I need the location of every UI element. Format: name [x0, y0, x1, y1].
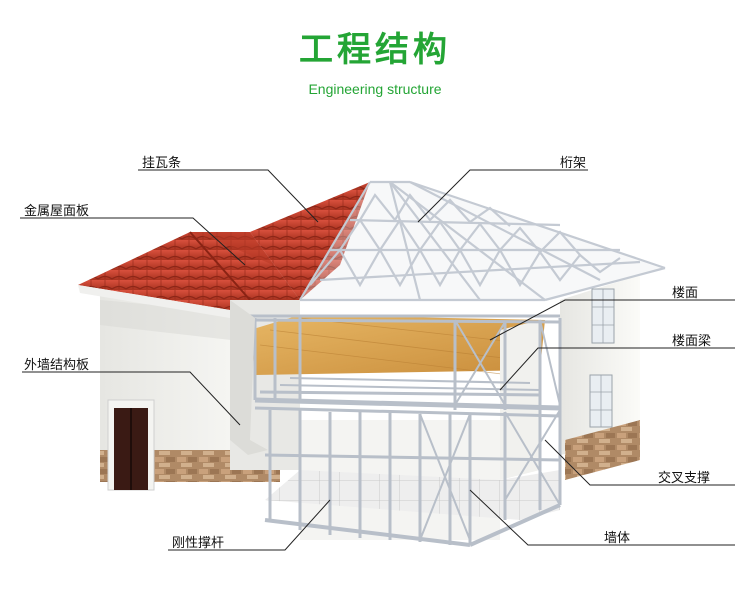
label-exterior-wall-panel: 外墙结构板 — [24, 358, 90, 373]
leader-exterior-wall-panel — [22, 371, 241, 426]
label-floor-beam: 楼面梁 — [672, 334, 712, 349]
label-tile-strip: 挂瓦条 — [142, 156, 182, 171]
page-title: 工程结构 — [299, 30, 451, 70]
leader-cross-bracing — [544, 439, 735, 486]
page-subtitle: Engineering structure — [308, 81, 442, 97]
stone-base-right — [565, 420, 640, 480]
leader-floor — [489, 299, 735, 341]
label-wall: 墙体 — [604, 531, 631, 546]
leader-tile-strip — [138, 169, 319, 223]
leader-wall — [469, 489, 735, 546]
label-metal-roof-panel: 金属屋面板 — [24, 204, 90, 219]
steel-truss — [299, 180, 666, 302]
leader-metal-roof-panel — [20, 217, 246, 266]
label-cross-bracing: 交叉支撑 — [658, 471, 711, 486]
leader-floor-beam — [499, 347, 735, 391]
label-floor: 楼面 — [672, 286, 699, 301]
right-wall — [560, 275, 640, 480]
label-truss: 桁架 — [560, 156, 587, 171]
leader-rigid-strut — [168, 499, 331, 551]
leader-truss — [417, 169, 588, 223]
leader-lines — [20, 169, 735, 551]
steel-wall-framing — [249, 314, 562, 547]
red-tile-roof — [78, 182, 370, 318]
label-rigid-strut: 刚性撑杆 — [172, 536, 225, 551]
